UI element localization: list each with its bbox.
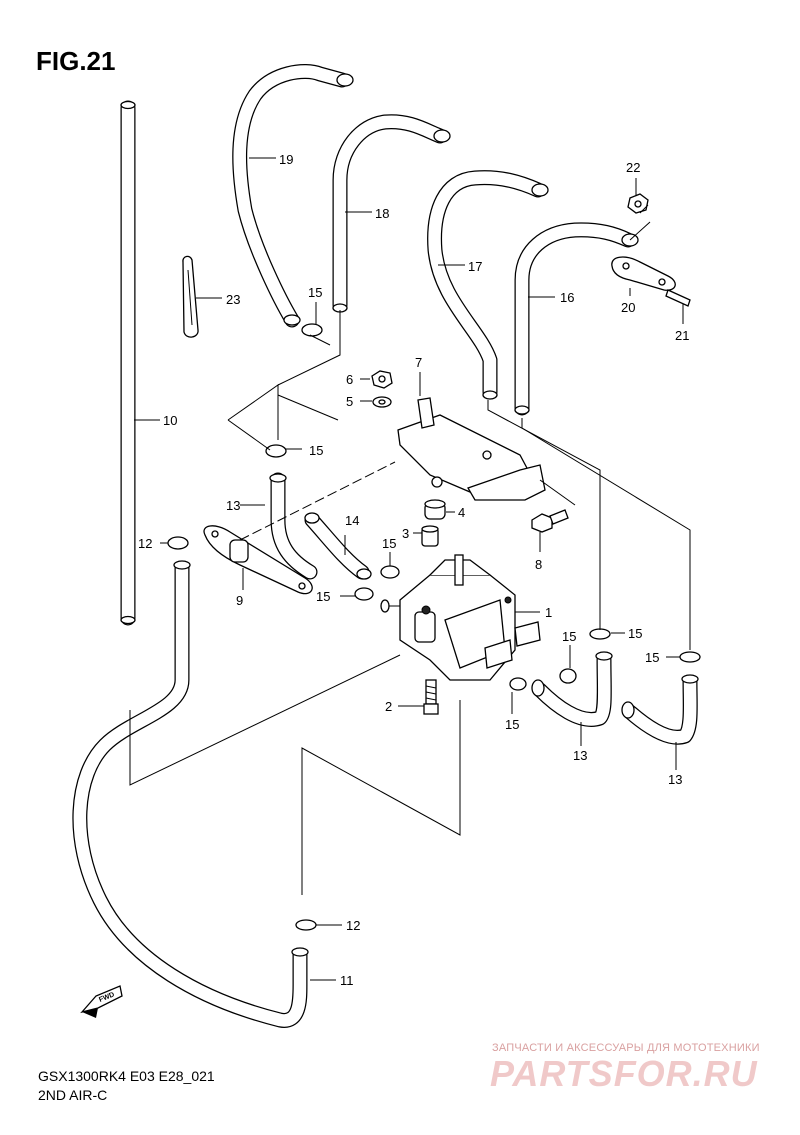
- label-3: 3: [402, 526, 409, 541]
- stud-21[interactable]: [665, 289, 691, 307]
- hose-17[interactable]: [427, 170, 549, 400]
- label-9: 9: [236, 593, 243, 608]
- clamp-23[interactable]: [182, 255, 199, 338]
- label-17: 17: [468, 259, 482, 274]
- label-22: 22: [626, 160, 640, 175]
- clip-12-b[interactable]: [295, 919, 317, 931]
- collar-3[interactable]: [421, 525, 439, 547]
- label-15-g: 15: [628, 626, 642, 641]
- label-4: 4: [458, 505, 465, 520]
- label-21: 21: [675, 328, 689, 343]
- model-code: GSX1300RK4 E03 E28_021: [38, 1068, 215, 1084]
- label-1: 1: [545, 605, 552, 620]
- label-12-b: 12: [346, 918, 360, 933]
- clip-15-a[interactable]: [301, 323, 323, 337]
- clip-12-a[interactable]: [167, 536, 189, 550]
- hose-19[interactable]: [232, 64, 354, 328]
- watermark-tagline: ЗАПЧАСТИ И АКСЕССУАРЫ ДЛЯ МОТОТЕХНИКИ: [492, 1042, 760, 1054]
- clip-15-g[interactable]: [589, 628, 611, 640]
- label-23: 23: [226, 292, 240, 307]
- label-15-b: 15: [309, 443, 323, 458]
- label-15-a: 15: [308, 285, 322, 300]
- label-19: 19: [279, 152, 293, 167]
- bolt-8[interactable]: [531, 509, 569, 533]
- hose-13-right[interactable]: [621, 674, 699, 745]
- bolt-2[interactable]: [423, 679, 439, 715]
- label-15-h: 15: [645, 650, 659, 665]
- clip-15-c[interactable]: [380, 565, 400, 579]
- label-15-d: 15: [316, 589, 330, 604]
- label-20: 20: [621, 300, 635, 315]
- label-14: 14: [345, 513, 359, 528]
- leader-lines: [134, 157, 684, 981]
- fwd-arrow: FWD: [80, 985, 123, 1018]
- clip-15-f[interactable]: [509, 677, 527, 691]
- label-7: 7: [415, 355, 422, 370]
- watermark-brand: PARTSFOR.RU: [490, 1053, 758, 1094]
- bracket-7[interactable]: [397, 397, 546, 501]
- routing-lines: [129, 204, 691, 895]
- label-15-c: 15: [382, 536, 396, 551]
- figure-title: FIG.21: [36, 46, 116, 76]
- nut-6[interactable]: [371, 370, 393, 389]
- label-11: 11: [340, 973, 354, 988]
- label-8: 8: [535, 557, 542, 572]
- label-12-a: 12: [138, 536, 152, 551]
- hose-10[interactable]: [120, 100, 136, 626]
- clip-15-e[interactable]: [559, 668, 577, 684]
- label-10: 10: [163, 413, 177, 428]
- grommet-4[interactable]: [424, 499, 446, 520]
- label-18: 18: [375, 206, 389, 221]
- part-labels: 19 18 17 16 22 20 21 23 15 10 7 6 5 15 1…: [138, 152, 689, 988]
- label-15-f: 15: [505, 717, 519, 732]
- hose-14[interactable]: [304, 512, 372, 580]
- hose-13-mid[interactable]: [531, 651, 613, 727]
- label-5: 5: [346, 394, 353, 409]
- label-13-c: 13: [668, 772, 682, 787]
- nut-22[interactable]: [627, 193, 649, 214]
- clip-15-b[interactable]: [265, 444, 287, 458]
- plate-20[interactable]: [611, 256, 676, 291]
- label-6: 6: [346, 372, 353, 387]
- hose-13-left[interactable]: [269, 472, 318, 580]
- hose-11[interactable]: [72, 560, 309, 1028]
- section-name: 2ND AIR-C: [38, 1087, 108, 1103]
- washer-5[interactable]: [372, 396, 392, 408]
- label-15-e: 15: [562, 629, 576, 644]
- hose-18[interactable]: [332, 114, 451, 313]
- bracket-9[interactable]: [203, 525, 313, 595]
- clip-15-h[interactable]: [679, 651, 701, 663]
- valve-assembly-1[interactable]: [380, 554, 541, 681]
- clip-15-d[interactable]: [354, 587, 374, 601]
- label-13-b: 13: [573, 748, 587, 763]
- label-16: 16: [560, 290, 574, 305]
- label-13-a: 13: [226, 498, 240, 513]
- label-2: 2: [385, 699, 392, 714]
